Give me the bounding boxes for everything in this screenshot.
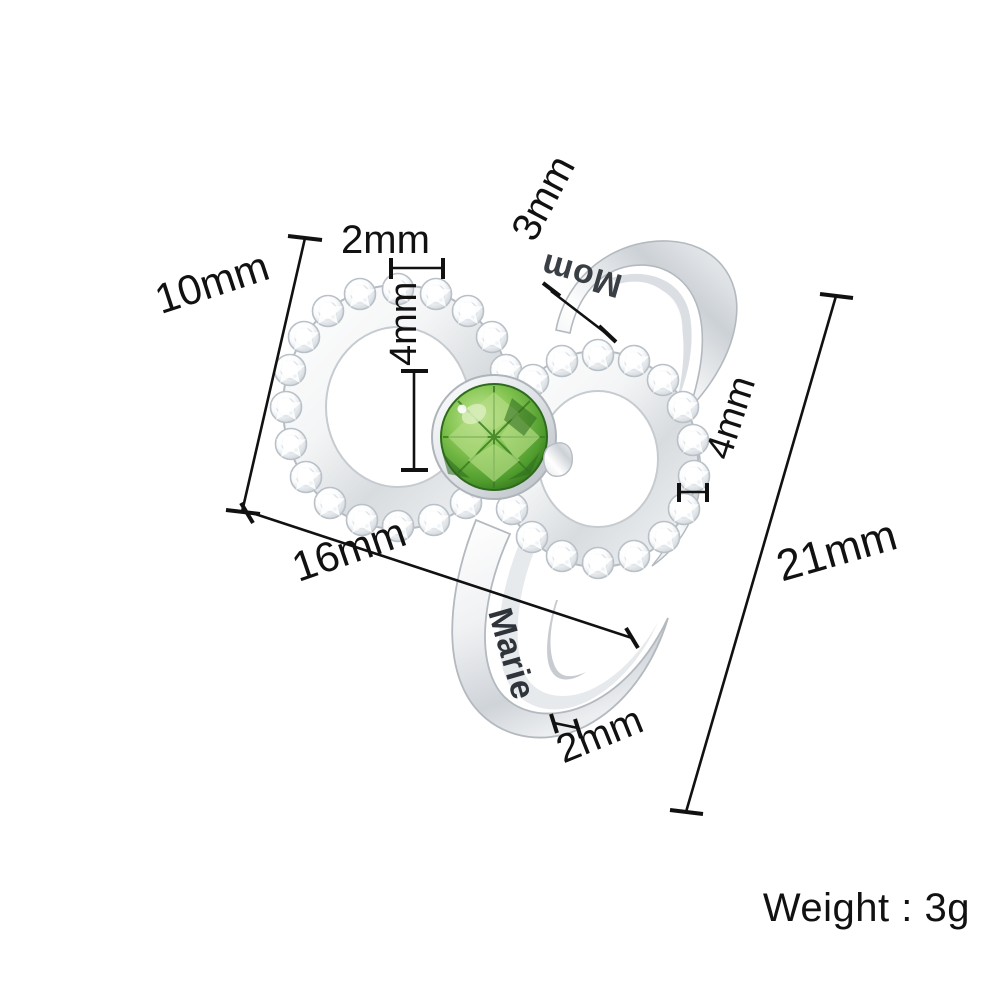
dimension-line-21mm	[669, 292, 854, 816]
dimension-label-2mm-top: 2mm	[341, 218, 430, 262]
dimension-label-4mm-inner: 4mm	[383, 281, 425, 366]
dimension-line-2mm-top	[389, 258, 445, 279]
dimension-line-4mm-inner	[401, 369, 428, 472]
center-gemstone	[431, 374, 557, 500]
right-halo-circle	[485, 338, 711, 580]
dimension-line-2mm-bottom	[549, 713, 583, 739]
dimension-line-16mm	[239, 501, 640, 650]
dimension-lines	[225, 234, 854, 816]
dimension-line-3mm	[541, 281, 618, 344]
weight-label: Weight : 3g	[762, 886, 970, 930]
dimension-line-4mm-right	[677, 483, 709, 502]
circle-connector	[543, 442, 573, 477]
